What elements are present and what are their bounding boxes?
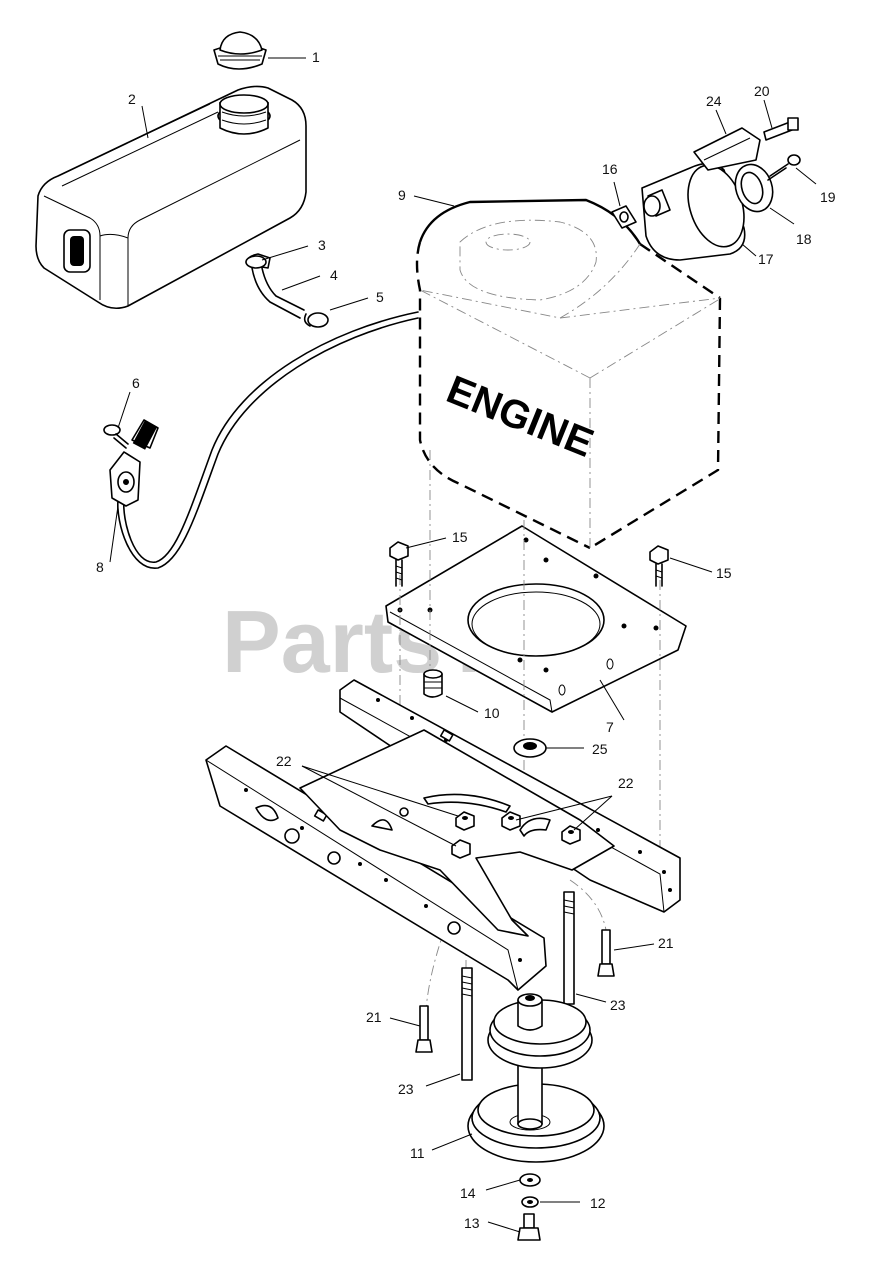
bolt-21-left-part[interactable] (415, 1005, 433, 1053)
callout-25[interactable]: 25 (592, 741, 608, 757)
callout-23-right[interactable]: 23 (610, 997, 626, 1013)
callout-15-left[interactable]: 15 (452, 529, 468, 545)
pulley-11-part[interactable] (467, 1053, 605, 1163)
engine-label: ENGINE (441, 368, 600, 466)
screw-6-part[interactable] (103, 424, 129, 449)
callout-14[interactable]: 14 (460, 1185, 476, 1201)
fuel-cap-part[interactable] (213, 31, 267, 70)
air-filter-assembly-part[interactable] (641, 158, 754, 261)
gasket-18-part[interactable] (729, 160, 778, 217)
screw-20-part[interactable] (763, 117, 799, 141)
stud-23-right-part[interactable] (563, 891, 575, 1005)
stud-23-left-part[interactable] (461, 967, 473, 1081)
callout-10[interactable]: 10 (484, 705, 500, 721)
fuel-line-part[interactable] (245, 253, 329, 328)
callout-21-right[interactable]: 21 (658, 935, 674, 951)
callout-21-left[interactable]: 21 (366, 1009, 382, 1025)
callout-16[interactable]: 16 (602, 161, 618, 177)
callout-2[interactable]: 2 (128, 91, 136, 107)
callout-18[interactable]: 18 (796, 231, 812, 247)
gasket-16-part[interactable] (611, 205, 637, 229)
callout-9[interactable]: 9 (398, 187, 406, 203)
throttle-cable-part[interactable] (109, 311, 419, 569)
nut-22-c-part[interactable] (501, 811, 521, 831)
callout-11[interactable]: 11 (410, 1145, 425, 1161)
callout-17[interactable]: 17 (758, 251, 774, 267)
engine-mount-plate-part[interactable] (385, 525, 687, 713)
washer-25-part[interactable] (513, 738, 547, 758)
callout-22-left[interactable]: 22 (276, 753, 292, 769)
bracket-24-part[interactable] (693, 127, 761, 171)
callout-12[interactable]: 12 (590, 1195, 606, 1211)
upper-pulley-part[interactable] (487, 993, 593, 1069)
callout-15-right[interactable]: 15 (716, 565, 732, 581)
nut-22-b-part[interactable] (451, 839, 471, 859)
callout-labels: 1 2 3 4 5 6 7 8 9 10 11 12 13 14 15 15 1… (96, 49, 836, 1231)
callout-24[interactable]: 24 (706, 93, 722, 109)
screw-19-part[interactable] (767, 154, 801, 181)
nut-13-part[interactable] (517, 1213, 541, 1241)
cross-plate-part[interactable] (299, 729, 615, 937)
callout-4[interactable]: 4 (330, 267, 338, 283)
callout-7[interactable]: 7 (606, 719, 614, 735)
lock-washer-12-part[interactable] (521, 1196, 539, 1208)
callout-3[interactable]: 3 (318, 237, 326, 253)
callout-8[interactable]: 8 (96, 559, 104, 575)
callout-13[interactable]: 13 (464, 1215, 480, 1231)
bolt-15-left-part[interactable] (389, 541, 409, 587)
callout-20[interactable]: 20 (754, 83, 770, 99)
callout-6[interactable]: 6 (132, 375, 140, 391)
callout-5[interactable]: 5 (376, 289, 384, 305)
alignment-guides (399, 450, 661, 1011)
callout-1[interactable]: 1 (312, 49, 320, 65)
washer-14-part[interactable] (519, 1173, 541, 1187)
bolt-15-right-part[interactable] (649, 545, 669, 587)
callout-22-right[interactable]: 22 (618, 775, 634, 791)
nut-22-a-part[interactable] (455, 811, 475, 831)
fuel-tank-part[interactable] (35, 85, 307, 310)
callout-19[interactable]: 19 (820, 189, 836, 205)
callout-leaders (109, 57, 817, 1233)
bolt-21-right-part[interactable] (597, 929, 615, 977)
spacer-10-part[interactable] (423, 669, 443, 698)
callout-23-left[interactable]: 23 (398, 1081, 414, 1097)
nut-22-d-part[interactable] (561, 825, 581, 845)
